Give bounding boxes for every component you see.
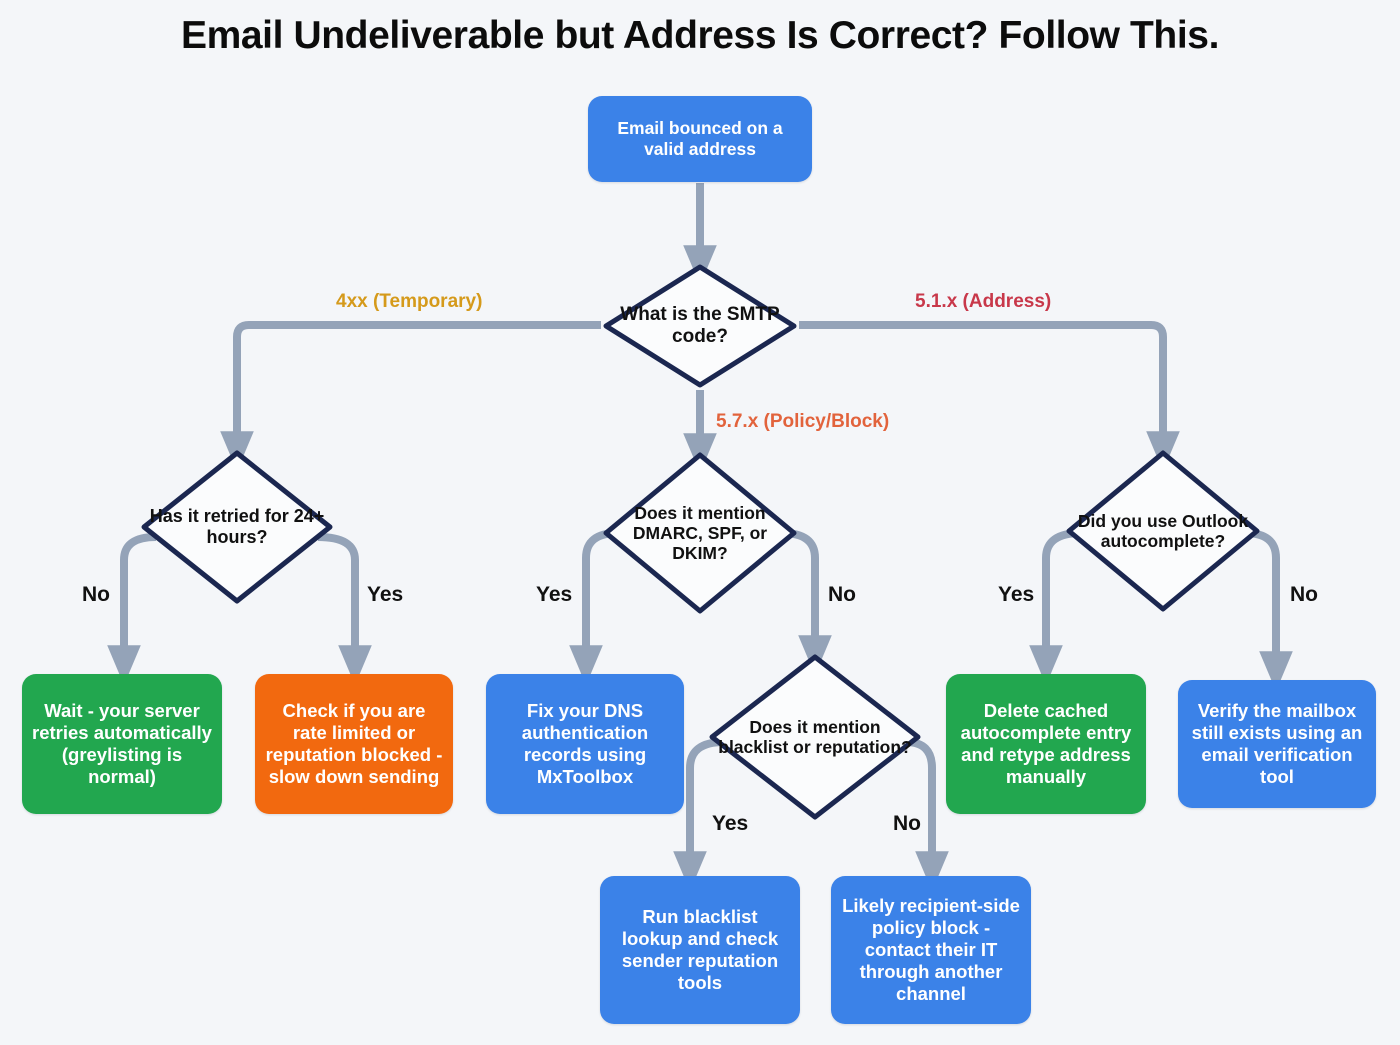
node-fix-dns[interactable]: Fix your DNS authentication records usin…: [486, 674, 684, 814]
node-smtp-code[interactable]: What is the SMTP code?: [601, 262, 799, 390]
edge-label-retried-no: No: [82, 583, 110, 606]
diamond-shape: [141, 450, 333, 604]
node-recipient-policy[interactable]: Likely recipient-side policy block - con…: [831, 876, 1031, 1024]
node-delete-cached[interactable]: Delete cached autocomplete entry and ret…: [946, 674, 1146, 814]
diamond-shape: [603, 264, 797, 388]
edge-label-4xx-temporary: 4xx (Temporary): [336, 291, 483, 312]
node-rate-limited[interactable]: Check if you are rate limited or reputat…: [255, 674, 453, 814]
node-mentions-auth[interactable]: Does it mention DMARC, SPF, or DKIM?: [601, 450, 799, 616]
page-title: Email Undeliverable but Address Is Corre…: [180, 14, 1220, 57]
node-wait-retries[interactable]: Wait - your server retries automatically…: [22, 674, 222, 814]
edge-smtp-to-retried: [220, 321, 601, 472]
node-mentions-auth-label: Does it mention DMARC, SPF, or DKIM?: [632, 502, 768, 564]
diamond-shape: [1066, 450, 1260, 612]
edge-label-blacklist-yes: Yes: [712, 812, 749, 835]
edge-label-auth-no: No: [828, 583, 856, 606]
node-outlook-autocomplete-label: Did you use Outlook autocomplete?: [1077, 510, 1249, 551]
diamond-shape: [709, 654, 921, 820]
node-blacklist-reputation-label: Does it mention blacklist or reputation?: [718, 716, 912, 757]
edge-label-outlook-yes: Yes: [998, 583, 1035, 606]
edge-label-51x-address: 5.1.x (Address): [915, 291, 1052, 312]
edge-label-blacklist-no: No: [893, 812, 921, 835]
node-smtp-code-label: What is the SMTP code?: [620, 303, 780, 347]
edge-label-auth-yes: Yes: [536, 583, 573, 606]
edge-label-57x-policy: 5.7.x (Policy/Block): [716, 411, 890, 432]
node-start[interactable]: Email bounced on a valid address: [588, 96, 812, 182]
edge-label-outlook-no: No: [1290, 583, 1318, 606]
node-verify-mailbox[interactable]: Verify the mailbox still exists using an…: [1178, 680, 1376, 808]
node-run-blacklist[interactable]: Run blacklist lookup and check sender re…: [600, 876, 800, 1024]
diamond-shape: [603, 452, 797, 614]
edge-label-retried-yes: Yes: [367, 583, 404, 606]
node-blacklist-reputation[interactable]: Does it mention blacklist or reputation?: [707, 652, 923, 822]
node-outlook-autocomplete[interactable]: Did you use Outlook autocomplete?: [1064, 448, 1262, 614]
node-retried-24h[interactable]: Has it retried for 24+ hours?: [139, 448, 335, 606]
node-retried-24h-label: Has it retried for 24+ hours?: [149, 506, 325, 547]
